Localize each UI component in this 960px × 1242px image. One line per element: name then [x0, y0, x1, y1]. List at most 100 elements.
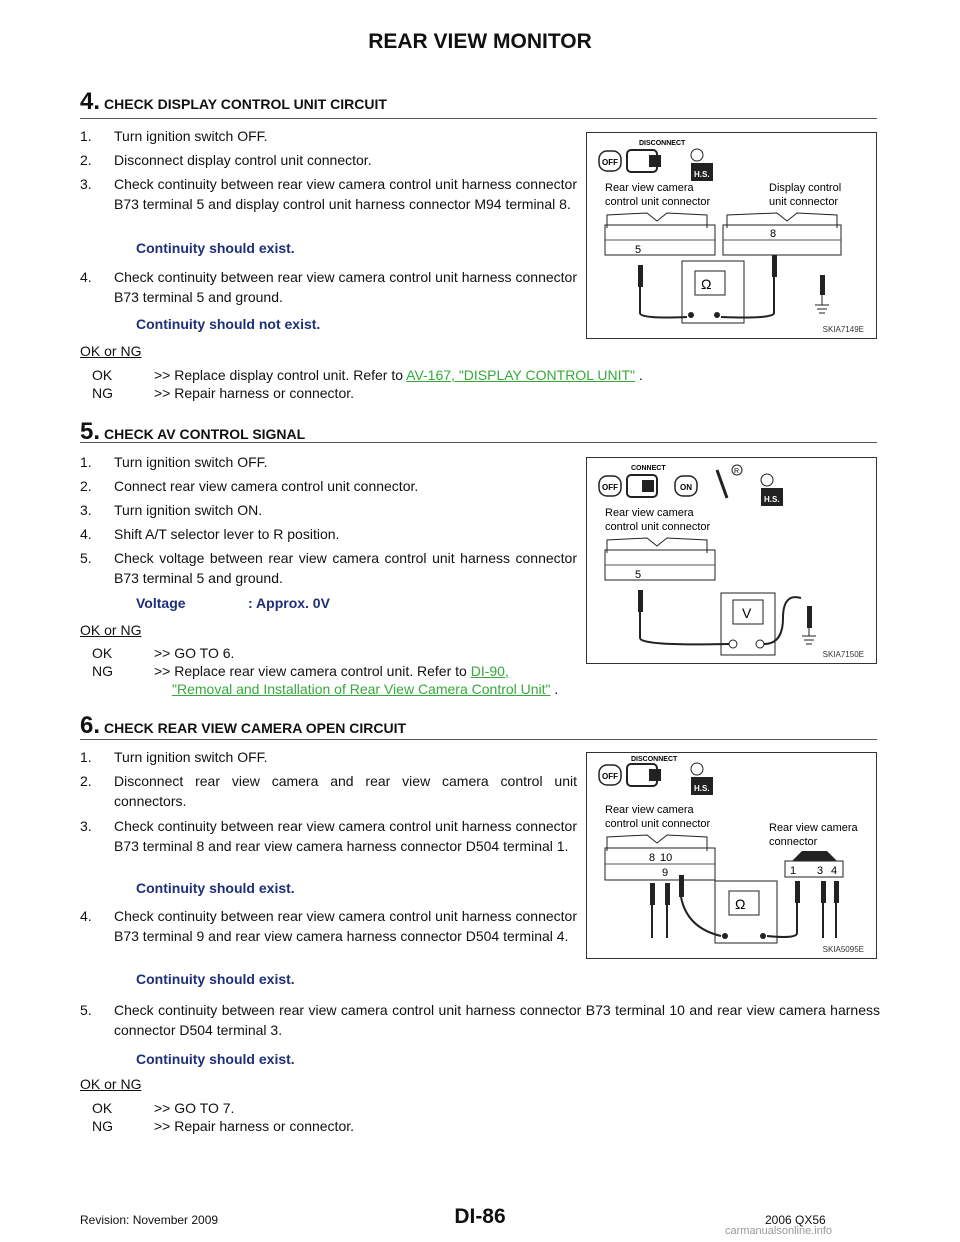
result-ng-continued: "Removal and Installation of Rear View C… [172, 681, 559, 697]
svg-text:H.S.: H.S. [694, 784, 710, 793]
svg-text:control unit connector: control unit connector [605, 196, 711, 208]
svg-text:H.S.: H.S. [764, 495, 780, 504]
result-ng: NG>> Repair harness or connector. [92, 1118, 355, 1134]
condition-text: Continuity should exist. [136, 971, 295, 987]
section-number: 5. [80, 418, 101, 445]
svg-text:8: 8 [770, 228, 776, 240]
watermark: carmanualsonline.info [725, 1225, 833, 1237]
reference-link[interactable]: DI-90, [470, 663, 509, 679]
svg-text:3: 3 [817, 865, 823, 877]
section-4-heading: 4.CHECK DISPLAY CONTROL UNIT CIRCUIT [80, 88, 387, 116]
svg-text:OFF: OFF [602, 158, 618, 167]
svg-text:ON: ON [680, 483, 692, 492]
step: 5.Check continuity between rear view cam… [80, 1002, 880, 1038]
wiring-diagram-figure: OFF CONNECT ON R H.S. Rear view camera c… [586, 457, 877, 664]
result-ok: OK>> GO TO 6. [92, 645, 235, 661]
harness-service-icon: H.S. [690, 148, 713, 181]
step: 3.Turn ignition switch ON. [80, 502, 263, 518]
step: 5.Check voltage between rear view camera… [80, 550, 577, 586]
diagram-drawing: OFF CONNECT ON R H.S. Rear view camera c… [598, 464, 816, 656]
step: 4.Check continuity between rear view cam… [80, 908, 577, 944]
section-5-heading: 5.CHECK AV CONTROL SIGNAL [80, 418, 305, 446]
svg-text:10: 10 [660, 852, 672, 864]
svg-text:DISCONNECT: DISCONNECT [639, 140, 686, 147]
section-title: CHECK AV CONTROL SIGNAL [104, 426, 306, 442]
result-ng: NG>> Repair harness or connector. [92, 385, 355, 401]
ok-or-ng-label: OK or NG [80, 343, 142, 359]
svg-text:5: 5 [635, 569, 641, 581]
section-divider [80, 442, 877, 443]
step: 2.Disconnect rear view camera and rear v… [80, 773, 577, 809]
svg-text:control unit connector: control unit connector [605, 818, 711, 830]
svg-text:OFF: OFF [602, 772, 618, 781]
svg-text:connector: connector [769, 836, 818, 848]
section-title: CHECK REAR VIEW CAMERA OPEN CIRCUIT [104, 720, 407, 736]
svg-text:Rear view camera: Rear view camera [605, 507, 695, 519]
figure-code: SKIA7149E [822, 325, 864, 334]
harness-service-icon: H.S. [690, 762, 713, 795]
condition-text: Continuity should exist. [136, 1051, 295, 1067]
ok-or-ng-label: OK or NG [80, 1076, 142, 1092]
section-6-heading: 6.CHECK REAR VIEW CAMERA OPEN CIRCUIT [80, 712, 406, 740]
svg-text:V: V [742, 605, 752, 621]
svg-text:Rear view camera: Rear view camera [605, 182, 695, 194]
figure-code: SKIA5095E [822, 945, 864, 954]
page-title: REAR VIEW MONITOR [368, 30, 592, 53]
step: 2.Disconnect display control unit connec… [80, 152, 372, 168]
svg-text:Rear view camera: Rear view camera [605, 804, 695, 816]
result-ok: OK>> Replace display control unit. Refer… [92, 367, 643, 383]
diagram-drawing: OFF DISCONNECT H.S. Rear view camera con… [598, 756, 859, 944]
svg-text:Ω: Ω [701, 276, 711, 292]
svg-text:8: 8 [649, 852, 655, 864]
svg-text:Rear view camera: Rear view camera [769, 822, 859, 834]
section-title: CHECK DISPLAY CONTROL UNIT CIRCUIT [104, 96, 387, 112]
svg-text:OFF: OFF [602, 483, 618, 492]
wiring-diagram-figure: OFF DISCONNECT H.S. Rear view camera con… [586, 132, 877, 339]
condition-label: Voltage [136, 595, 186, 611]
ok-or-ng-label: OK or NG [80, 622, 142, 638]
step: 1.Turn ignition switch OFF. [80, 749, 268, 765]
section-divider [80, 739, 877, 740]
footer-page-number: DI-86 [454, 1205, 506, 1228]
svg-text:Ω: Ω [735, 896, 745, 912]
connector-disconnect-icon: DISCONNECT [626, 140, 686, 173]
condition-text: Continuity should not exist. [136, 316, 321, 332]
harness-service-icon: H.S. [760, 473, 783, 506]
svg-text:CONNECT: CONNECT [631, 465, 666, 472]
svg-text:DISCONNECT: DISCONNECT [631, 756, 678, 763]
result-ng: NG>> Replace rear view camera control un… [92, 663, 509, 679]
footer-model: 2006 QX56 [765, 1213, 826, 1227]
section-number: 6. [80, 712, 101, 739]
result-ok: OK>> GO TO 7. [92, 1100, 235, 1116]
svg-text:unit connector: unit connector [769, 196, 838, 208]
reference-link[interactable]: AV-167, "DISPLAY CONTROL UNIT" [406, 367, 635, 383]
svg-text:R: R [734, 468, 739, 475]
figure-code: SKIA7150E [822, 650, 864, 659]
ignition-off-icon: OFF [598, 475, 622, 497]
diagram-drawing: OFF DISCONNECT H.S. Rear view camera con… [598, 140, 842, 324]
step: 3.Check continuity between rear view cam… [80, 818, 577, 854]
ignition-off-icon: OFF [598, 150, 622, 172]
connector-connect-icon: CONNECT [626, 465, 666, 498]
svg-text:4: 4 [831, 865, 837, 877]
step: 1.Turn ignition switch OFF. [80, 454, 268, 470]
step: 4.Shift A/T selector lever to R position… [80, 526, 340, 542]
section-divider [80, 118, 877, 119]
svg-text:1: 1 [790, 865, 796, 877]
section-number: 4. [80, 88, 101, 115]
condition-value: : Approx. 0V [248, 595, 330, 611]
step: 4.Check continuity between rear view cam… [80, 269, 577, 305]
step: 1.Turn ignition switch OFF. [80, 128, 268, 144]
step: 3.Check continuity between rear view cam… [80, 176, 577, 212]
svg-text:5: 5 [635, 244, 641, 256]
condition-text: Continuity should exist. [136, 880, 295, 896]
svg-text:9: 9 [662, 867, 668, 879]
footer-revision: Revision: November 2009 [80, 1213, 219, 1227]
svg-text:H.S.: H.S. [694, 170, 710, 179]
condition-text: Continuity should exist. [136, 240, 295, 256]
reference-link[interactable]: "Removal and Installation of Rear View C… [172, 681, 551, 697]
step: 2.Connect rear view camera control unit … [80, 478, 419, 494]
connector-disconnect-icon: DISCONNECT [626, 756, 678, 787]
ignition-on-icon: ON [674, 475, 698, 497]
shift-lever-icon: R [715, 464, 743, 499]
